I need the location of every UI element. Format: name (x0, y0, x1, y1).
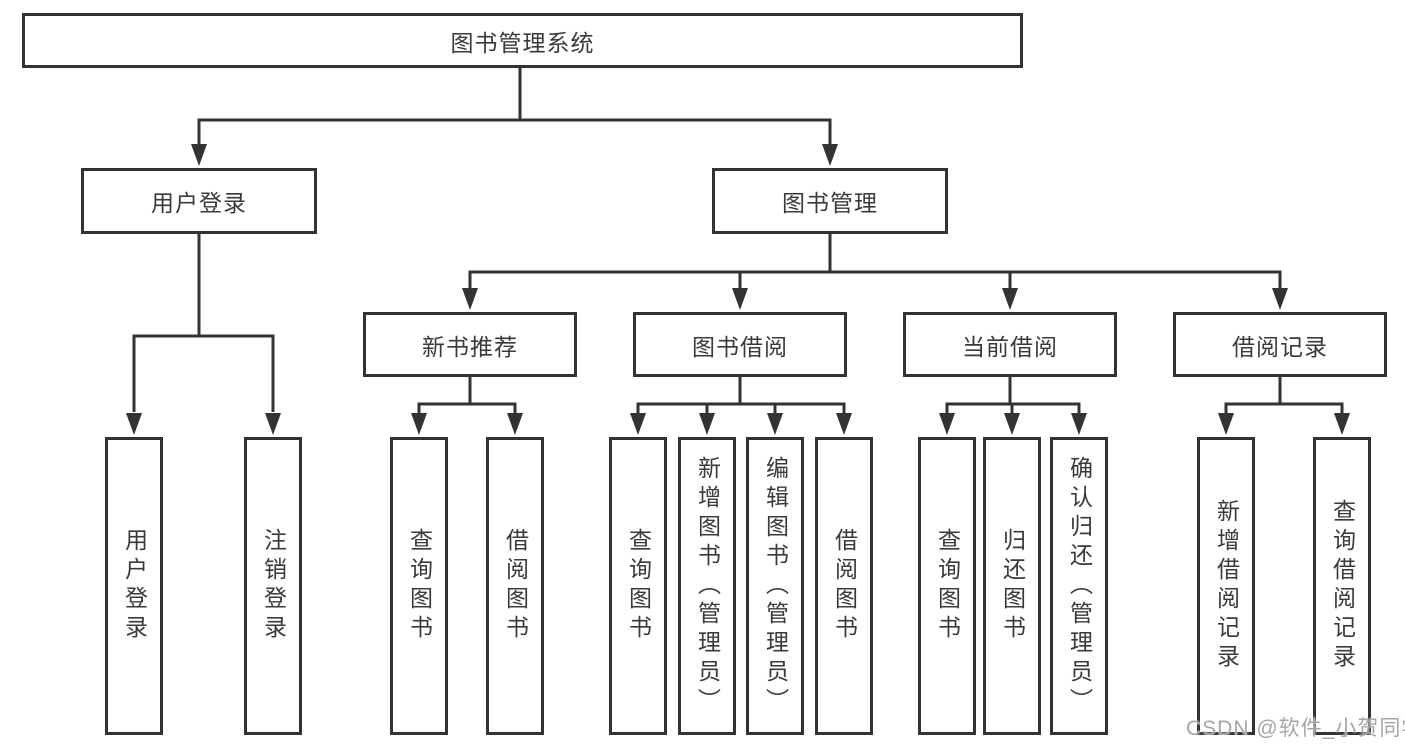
leaf-borrow-borrow-books-label: 借阅图书 (831, 528, 858, 644)
leaf-logout: 注销登录 (244, 437, 302, 735)
leaf-borrow-borrow-books: 借阅图书 (815, 437, 873, 735)
leaf-records-add-record-label: 新增借阅记录 (1213, 499, 1240, 673)
leaf-recommend-borrow-books-label: 借阅图书 (502, 528, 529, 644)
leaf-current-return-books: 归还图书 (983, 437, 1041, 735)
node-current-borrow: 当前借阅 (903, 312, 1117, 377)
leaf-current-return-books-label: 归还图书 (999, 528, 1026, 644)
leaf-borrow-edit-books-admin: 编辑图书（管理员） (746, 437, 804, 735)
leaf-current-query-books: 查询图书 (918, 437, 976, 735)
node-borrow-records: 借阅记录 (1173, 312, 1387, 377)
leaf-borrow-edit-books-admin-label: 编辑图书（管理员） (762, 455, 789, 717)
arrow-down-icons (126, 144, 1350, 435)
node-borrow-records-label: 借阅记录 (1232, 333, 1328, 360)
leaf-records-query-record-label: 查询借阅记录 (1329, 499, 1356, 673)
leaf-borrow-query-books: 查询图书 (609, 437, 667, 735)
leaf-recommend-query-books-label: 查询图书 (406, 528, 433, 644)
node-book-management: 图书管理 (712, 168, 948, 234)
node-book-borrow-label: 图书借阅 (692, 333, 788, 360)
node-current-borrow-label: 当前借阅 (962, 333, 1058, 360)
leaf-borrow-add-books-admin: 新增图书（管理员） (678, 437, 736, 735)
node-book-borrow: 图书借阅 (633, 312, 847, 377)
node-new-book-recommend-label: 新书推荐 (422, 333, 518, 360)
leaf-current-query-books-label: 查询图书 (934, 528, 961, 644)
leaf-records-add-record: 新增借阅记录 (1197, 437, 1255, 735)
leaf-recommend-borrow-books: 借阅图书 (486, 437, 544, 735)
node-root-label: 图书管理系统 (450, 29, 595, 56)
node-user-login-label: 用户登录 (151, 190, 247, 216)
watermark: CSDN @软件_小贺同学 (1186, 717, 1405, 740)
leaf-logout-label: 注销登录 (260, 528, 287, 644)
leaf-borrow-add-books-admin-label: 新增图书（管理员） (694, 455, 721, 717)
node-book-management-label: 图书管理 (782, 190, 878, 216)
node-user-login: 用户登录 (81, 168, 317, 234)
node-new-book-recommend: 新书推荐 (363, 312, 577, 377)
node-root: 图书管理系统 (22, 13, 1023, 68)
leaf-current-confirm-return-admin-label: 确认归还（管理员） (1066, 455, 1093, 717)
leaf-user-login-label: 用户登录 (121, 528, 148, 644)
leaf-current-confirm-return-admin: 确认归还（管理员） (1050, 437, 1108, 735)
leaf-recommend-query-books: 查询图书 (390, 437, 448, 735)
leaf-borrow-query-books-label: 查询图书 (625, 528, 652, 644)
leaf-user-login: 用户登录 (105, 437, 163, 735)
leaf-records-query-record: 查询借阅记录 (1313, 437, 1371, 735)
